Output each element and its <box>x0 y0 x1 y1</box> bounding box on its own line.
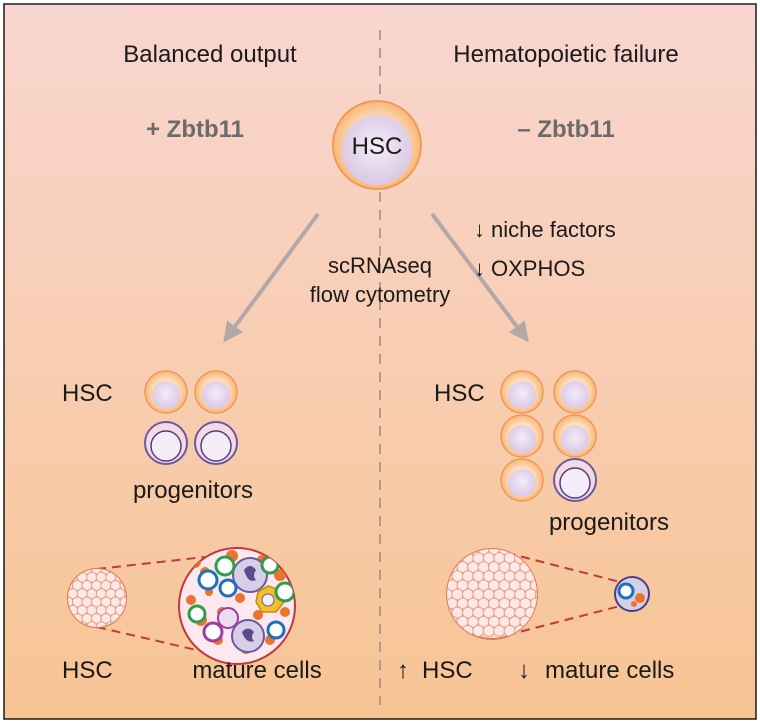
right-mature-cells-label: mature cells <box>545 657 674 684</box>
left-zoom-line-top <box>96 556 206 570</box>
packed-cell <box>482 624 495 637</box>
left-title: Balanced output <box>123 41 297 68</box>
packed-cell <box>498 549 511 555</box>
method-scrnaseq: scRNAseq <box>328 253 432 278</box>
packed-cell <box>100 569 112 575</box>
right-progenitors-label: progenitors <box>549 509 669 536</box>
down-arrow-icon: ↓ <box>474 256 485 281</box>
arrow-right <box>430 212 529 343</box>
packed-cell <box>535 588 537 601</box>
packed-cell <box>91 569 102 575</box>
left-mature-cells-zoom <box>178 547 296 665</box>
right-hsc-label: HSC <box>434 380 485 407</box>
right-mature-cells-zoom <box>614 576 650 612</box>
right-hsc-cells <box>500 370 597 502</box>
condition-plus-zbtb11: + Zbtb11 <box>146 116 244 143</box>
central-hsc-cell <box>332 100 422 190</box>
down-arrow-icon: ↓ <box>474 217 485 242</box>
condition-minus-zbtb11: – Zbtb11 <box>517 116 614 143</box>
effect-oxphos: OXPHOS <box>491 256 585 281</box>
right-bottom-hsc-label: HSC <box>422 657 473 684</box>
left-progenitor-cells <box>144 421 238 465</box>
packed-cell <box>477 549 490 555</box>
left-zoom-line-bottom <box>96 626 206 653</box>
left-mature-cells-label: mature cells <box>192 657 321 684</box>
packed-cell <box>488 549 501 555</box>
right-progenitor-cell <box>553 458 597 502</box>
left-bottom-hsc-label: HSC <box>62 657 113 684</box>
effect-niche-factors: niche factors <box>491 217 616 242</box>
left-hsc-cells <box>144 370 238 414</box>
down-arrow-icon: ↓ <box>518 657 530 684</box>
right-title: Hematopoietic failure <box>453 41 678 68</box>
method-flow-cytometry: flow cytometry <box>310 282 451 307</box>
left-progenitors-label: progenitors <box>133 477 253 504</box>
packed-cell <box>472 624 485 637</box>
central-hsc-label: HSC <box>352 133 403 160</box>
arrow-left <box>223 212 320 343</box>
right-hsc-cluster <box>446 548 538 640</box>
packed-cell <box>493 624 506 637</box>
up-arrow-icon: ↑ <box>397 657 409 684</box>
packed-cell <box>124 588 126 600</box>
left-hsc-label: HSC <box>62 380 113 407</box>
